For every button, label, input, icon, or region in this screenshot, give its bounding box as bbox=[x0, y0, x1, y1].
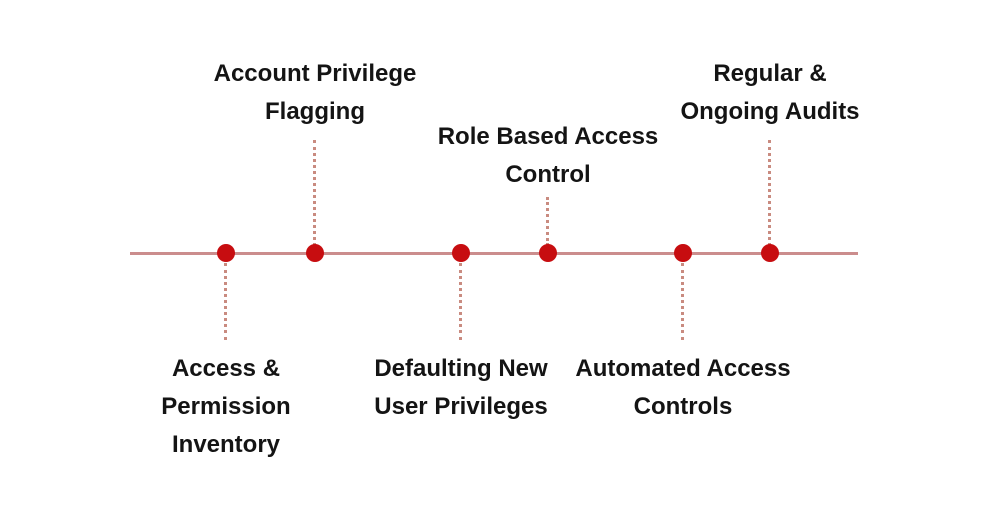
milestone-label-line: Access & bbox=[171, 355, 281, 382]
connector-dotted-line bbox=[546, 197, 549, 246]
milestone-label-line: Role Based Access bbox=[437, 123, 659, 150]
connector-dotted-line bbox=[313, 140, 316, 246]
milestone-label-line: Regular & bbox=[713, 60, 827, 87]
milestone-label-line: Permission bbox=[161, 393, 291, 420]
connector-dotted-line bbox=[681, 263, 684, 340]
milestone-label-line: Controls bbox=[633, 393, 733, 420]
milestone-label-line: Defaulting New bbox=[374, 355, 548, 382]
connector-dotted-line bbox=[224, 263, 227, 340]
milestone-label-line: User Privileges bbox=[374, 393, 548, 420]
milestone-label-line: Automated Access bbox=[575, 355, 791, 382]
milestone-label-line: Ongoing Audits bbox=[680, 98, 860, 125]
milestone-label: Regular & Ongoing Audits bbox=[620, 55, 920, 131]
connector-dotted-line bbox=[459, 263, 462, 340]
timeline-axis-line bbox=[130, 252, 858, 255]
milestone-label-line: Flagging bbox=[265, 98, 365, 125]
milestone-label-line: Control bbox=[505, 161, 591, 188]
milestone-label-line: Account Privilege bbox=[213, 60, 417, 87]
connector-dotted-line bbox=[768, 140, 771, 246]
milestone-label-line: Inventory bbox=[171, 431, 281, 458]
